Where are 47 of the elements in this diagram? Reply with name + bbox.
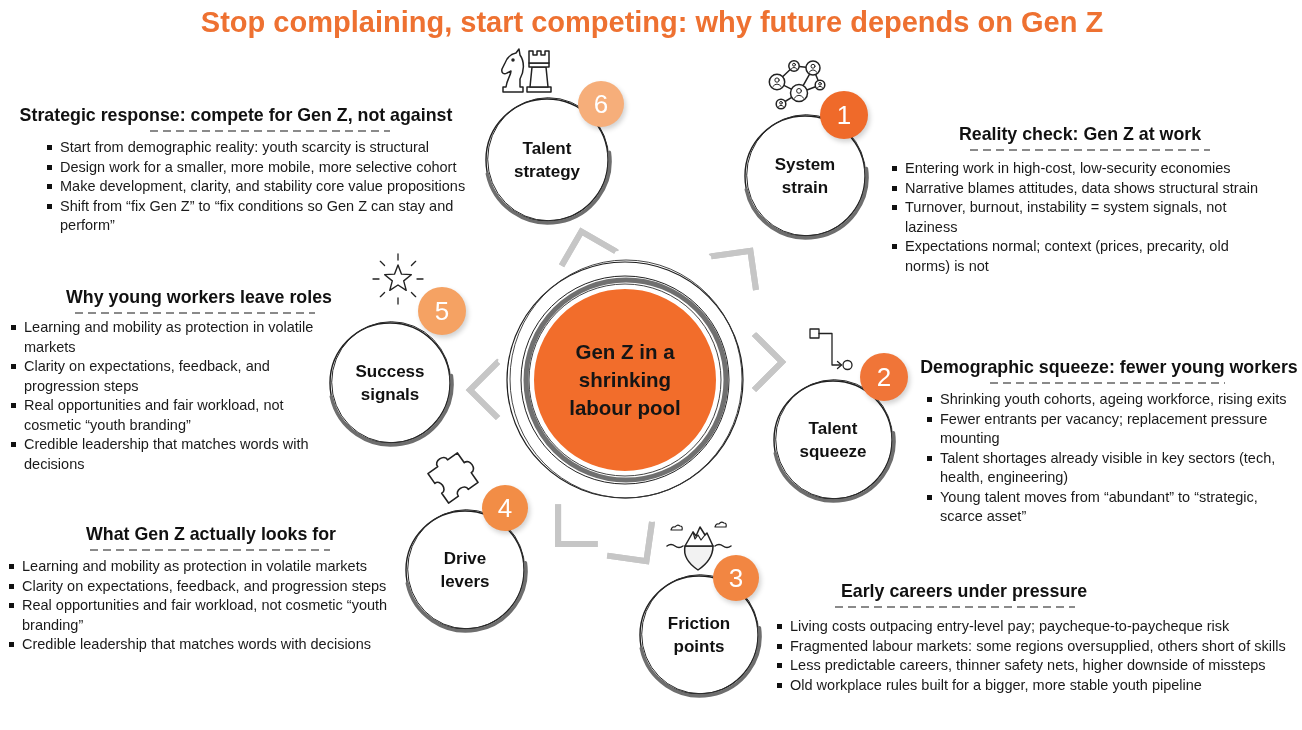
bullet-point: Real opportunities and fair workload, not cosmetic “youth branding”	[8, 396, 326, 435]
bullet-point: Credible leadership that matches words with decisions	[8, 435, 326, 474]
number-badge: 4	[482, 485, 528, 531]
bullet-point: Start from demographic reality: youth scarcity is structural	[44, 138, 476, 158]
bullet-point: Learning and mobility as protection in volatile markets	[8, 318, 326, 357]
bullet-point: Entering work in high-cost, low-security economies	[889, 159, 1270, 179]
bullet-point: Shift from “fix Gen Z” to “fix conditions so Gen Z can stay and perform”	[44, 196, 476, 236]
circle-title: System strain	[773, 154, 837, 199]
topic-circle	[482, 95, 612, 225]
panel-heading: Strategic response: compete for Gen Z, not against	[19, 104, 453, 126]
panel-heading: Early careers under pressure	[840, 580, 1088, 602]
number-badge: 1	[820, 91, 868, 139]
bullet-point: Living costs outpacing entry-level pay; paycheque-to-paycheque risk	[774, 617, 1299, 637]
bullet-point: Narrative blames attitudes, data shows structural strain	[889, 178, 1270, 198]
bullet-point: Shrinking youth cohorts, ageing workforce, rising exits	[924, 390, 1300, 410]
diagram-title: Stop complaining, start competing: why future depends on Gen Z	[200, 5, 1104, 39]
bullet-point: Expectations normal; context (prices, precarity, old norms) is not	[889, 237, 1270, 276]
bullet-point: Fewer entrants per vacancy; replacement pressure mounting	[924, 409, 1300, 449]
panel-heading: Reality check: Gen Z at work	[958, 123, 1202, 145]
number-badge: 5	[418, 287, 466, 335]
panel-heading: Demographic squeeze: fewer young workers	[920, 356, 1298, 378]
bullet-point: Credible leadership that matches words with decisions	[6, 635, 398, 655]
bullet-point: Real opportunities and fair workload, not cosmetic “youth branding”	[6, 596, 398, 635]
bullet-point: Turnover, burnout, instability = system signals, not laziness	[889, 198, 1270, 237]
number-badge: 3	[713, 555, 759, 601]
bullet-point: Clarity on expectations, feedback, and progression steps	[8, 357, 326, 396]
bullet-point: Clarity on expectations, feedback, and progression steps	[6, 576, 398, 596]
bullet-point: Make development, clarity, and stability core value propositions	[44, 177, 476, 197]
bullet-point: Young talent moves from “abundant” to “strategic, scarce asset”	[924, 487, 1300, 527]
circle-title: Success signals	[354, 361, 426, 406]
bullet-point: Old workplace rules built for a bigger, more stable youth pipeline	[774, 675, 1299, 695]
bullet-point: Learning and mobility as protection in volatile markets	[6, 557, 398, 577]
bullet-point: Design work for a smaller, more mobile, more selective cohort	[44, 157, 476, 177]
panel-heading: Why young workers leave roles	[66, 286, 332, 308]
topic-circle	[326, 319, 454, 447]
circle-title: Talent squeeze	[798, 418, 868, 463]
bullet-point: Less predictable careers, thinner safety nets, higher downside of missteps	[774, 656, 1299, 676]
number-badge: 6	[578, 81, 624, 127]
number-badge: 2	[860, 353, 908, 401]
bullet-point: Fragmented labour markets: some regions oversupplied, others short of skills	[774, 636, 1299, 656]
circle-title: Drive levers	[439, 548, 491, 593]
central-circle	[504, 259, 746, 501]
center-title: Gen Z in a shrinking labour pool	[568, 339, 682, 421]
bullet-point: Talent shortages already visible in key sectors (tech, health, engineering)	[924, 448, 1300, 488]
circle-title: Friction points	[666, 613, 732, 658]
circle-title: Talent strategy	[512, 138, 582, 183]
panel-heading: What Gen Z actually looks for	[86, 523, 336, 545]
